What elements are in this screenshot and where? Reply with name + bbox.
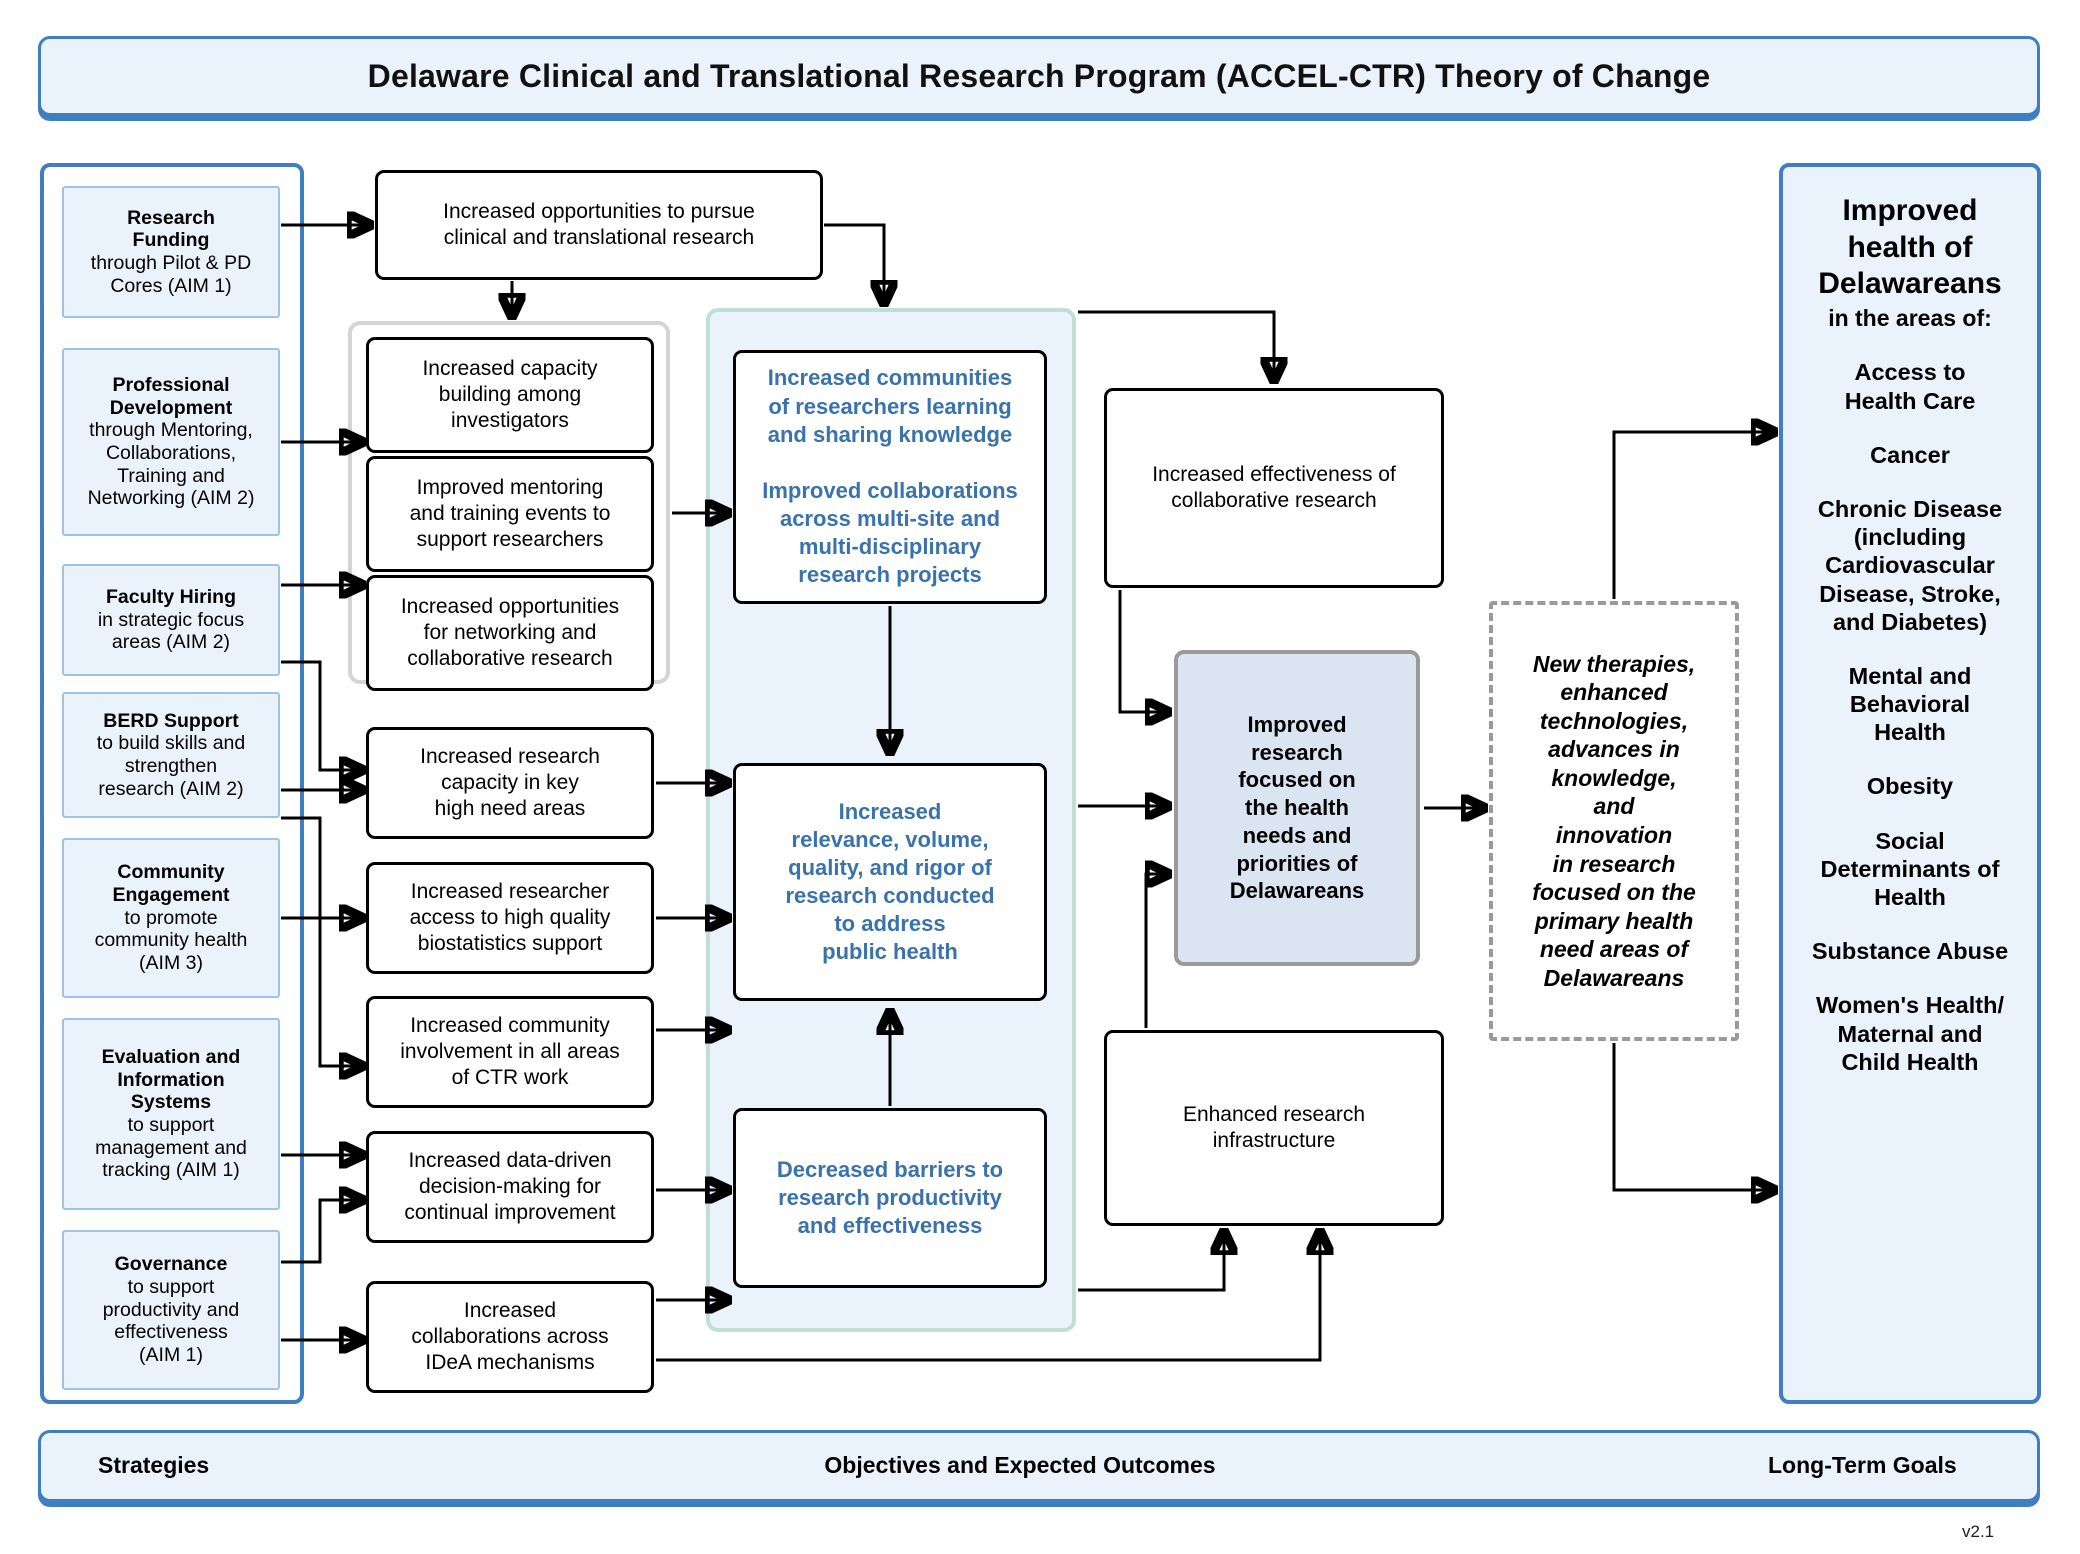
goal-item-substance-abuse: Substance Abuse [1811,938,2009,965]
goals-heading: Improved health of Delawareans [1818,194,2002,301]
outcome-research-capacity[interactable]: Increased research capacity in key high … [366,727,654,839]
outcome-data-driven-decisions[interactable]: Increased data-driven decision-making fo… [366,1131,654,1243]
outcome-networking-opportunities[interactable]: Increased opportunities for networking a… [366,575,654,691]
strategy-card-faculty-hiring[interactable]: Faculty Hiring in strategic focus areas … [62,564,280,676]
strategy-head: Evaluation and Information Systems [101,1046,241,1114]
legend-objectives: Objectives and Expected Outcomes [824,1452,1216,1478]
outcome-idea-collaborations[interactable]: Increased collaborations across IDeA mec… [366,1281,654,1393]
legend-banner [38,1430,2040,1502]
strategy-head: Research Funding [127,206,215,252]
strategy-body: through Mentoring, Collaborations, Train… [87,419,255,510]
strategy-card-professional-development[interactable]: Professional Development through Mentori… [62,348,280,536]
strategy-card-governance[interactable]: Governance to support productivity and e… [62,1230,280,1390]
goal-item-womens-health: Women's Health/ Maternal and Child Healt… [1816,992,2004,1075]
strategy-head: Professional Development [109,374,233,419]
outcome-collaborative-research-effectiveness[interactable]: Increased effectiveness of collaborative… [1104,388,1444,588]
legend-goals: Long-Term Goals [1768,1452,1957,1478]
strategy-card-community-engagement[interactable]: Community Engagement to promote communit… [62,838,280,998]
outcome-biostatistics-access[interactable]: Increased researcher access to high qual… [366,862,654,974]
strategy-body: in strategic focus areas (AIM 2) [97,608,245,654]
legend-strategies: Strategies [98,1452,210,1478]
goal-item-obesity: Obesity [1866,773,1954,800]
outcome-community-involvement[interactable]: Increased community involvement in all a… [366,996,654,1108]
goal-item-access-health-care: Access to Health Care [1844,359,1976,414]
strategy-body: to build skills and strengthen research … [96,732,246,800]
outcome-enhanced-infrastructure[interactable]: Enhanced research infrastructure [1104,1030,1444,1226]
long-term-goals-frame: Improved health of Delawareans in the ar… [1779,163,2041,1404]
strategy-head: Governance [114,1253,228,1276]
outcome-capacity-building[interactable]: Increased capacity building among invest… [366,337,654,453]
outcome-improved-research-focus[interactable]: Improved research focused on the health … [1174,650,1420,966]
goals-content: Improved health of Delawareans in the ar… [1783,193,2037,1392]
goals-subheading: in the areas of: [1828,304,1992,331]
center-outcome-communities-collaborations[interactable]: Increased communities of researchers lea… [733,350,1047,604]
strategy-head: Community Engagement [112,861,230,907]
strategy-card-evaluation-information-systems[interactable]: Evaluation and Information Systems to su… [62,1018,280,1210]
strategy-body: to support management and tracking (AIM … [95,1114,247,1182]
strategy-body: to promote community health (AIM 3) [94,906,248,974]
strategy-body: to support productivity and effectivenes… [102,1276,240,1366]
strategy-card-research-funding[interactable]: Research Funding through Pilot & PD Core… [62,186,280,318]
outcome-mentoring-training[interactable]: Improved mentoring and training events t… [366,456,654,572]
center-outcome-decreased-barriers[interactable]: Decreased barriers to research productiv… [733,1108,1047,1288]
goal-item-mental-behavioral-health: Mental and Behavioral Health [1848,662,1972,746]
title-banner: Delaware Clinical and Translational Rese… [38,36,2040,116]
strategy-head: BERD Support [103,709,239,732]
goal-item-cancer: Cancer [1870,441,1950,468]
outcome-increased-opportunities[interactable]: Increased opportunities to pursue clinic… [375,170,823,280]
version-label: v2.1 [1962,1522,1995,1541]
impact-new-therapies[interactable]: New therapies, enhanced technologies, ad… [1489,601,1739,1041]
center-outcome-research-relevance[interactable]: Increased relevance, volume, quality, an… [733,763,1047,1001]
goal-item-chronic-disease: Chronic Disease (including Cardiovascula… [1817,495,2003,635]
goal-item-social-determinants: Social Determinants of Health [1820,827,2000,910]
strategy-head: Faculty Hiring [105,586,237,609]
page-title: Delaware Clinical and Translational Rese… [367,57,1711,94]
strategy-card-berd-support[interactable]: BERD Support to build skills and strengt… [62,692,280,818]
strategy-body: through Pilot & PD Cores (AIM 1) [90,252,252,297]
